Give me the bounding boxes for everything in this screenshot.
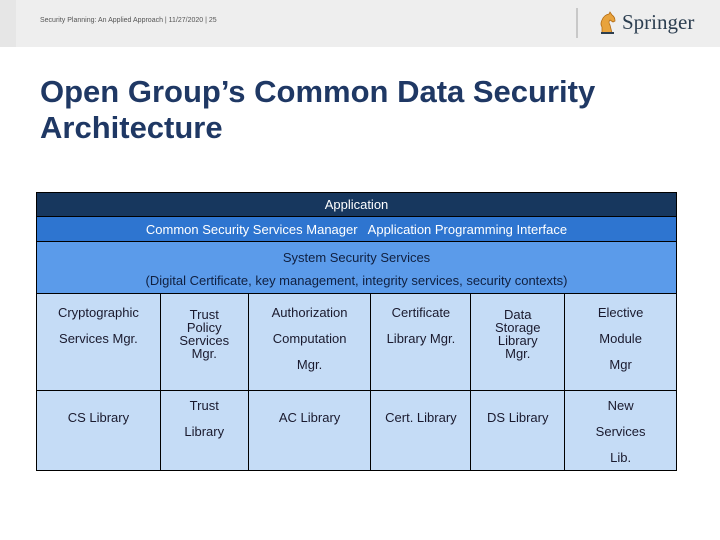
application-layer: Application [36, 192, 677, 217]
system-security-services-layer: System Security Services (Digital Certif… [36, 242, 677, 294]
ds-library: DS Library [471, 391, 566, 471]
cell-line: Policy [186, 320, 222, 335]
system-services-label: System Security Services [282, 249, 431, 265]
system-services-detail: (Digital Certificate, key management, in… [145, 272, 568, 288]
cell-line: New [607, 398, 634, 413]
cell-line: Library [184, 424, 225, 439]
cell-line: Storage [494, 320, 541, 335]
slide-citation: Security Planning: An Applied Approach |… [40, 17, 217, 24]
application-label: Application [324, 197, 389, 212]
cell-line: AC Library [278, 410, 341, 425]
cell-line: CS Library [67, 410, 130, 425]
data-storage-library-manager: Data Storage Library Mgr. [471, 294, 566, 391]
cell-line: Elective [597, 305, 644, 320]
cell-line: Cryptographic [57, 305, 139, 320]
trust-library: Trust Library [160, 391, 249, 471]
cssm-api-label: Common Security Services Manager Applica… [145, 221, 568, 237]
cell-line: Mgr. [191, 346, 217, 361]
elective-module-manager: Elective Module Mgr [565, 294, 678, 391]
cs-library: CS Library [37, 391, 161, 471]
cssm-api-layer: Common Security Services Manager Applica… [36, 217, 677, 242]
cell-line: Mgr. [296, 357, 323, 372]
cell-line: Services [595, 424, 646, 439]
cell-line: Cert. Library [385, 410, 457, 425]
cell-line: Trust [189, 307, 219, 322]
slide-title: Open Group’s Common Data Security Archit… [40, 74, 596, 145]
cell-line: Trust [189, 398, 219, 413]
new-services-library: New Services Lib. [565, 391, 678, 471]
header-accent [0, 0, 16, 47]
cell-line: Data [504, 307, 532, 322]
cert-library: Cert. Library [371, 391, 472, 471]
library-row: CS Library Trust Library AC Library Cert… [36, 391, 678, 471]
cdsa-architecture-diagram: Application Common Security Services Man… [36, 192, 678, 471]
cell-line: Computation [272, 331, 347, 346]
trust-policy-services-manager: Trust Policy Services Mgr. [160, 294, 249, 391]
cell-line: Mgr. [505, 346, 531, 361]
knight-icon [600, 10, 616, 34]
cell-line: Authorization [271, 305, 348, 320]
cell-line: Lib. [610, 450, 632, 465]
cell-line: Library [497, 333, 538, 348]
springer-logo: Springer [598, 10, 694, 35]
cell-line: DS Library [487, 410, 549, 425]
cell-line: Services Mgr. [59, 331, 138, 346]
cell-line: Library Mgr. [386, 331, 456, 346]
cell-line: Module [599, 331, 642, 346]
header-bar: Security Planning: An Applied Approach |… [0, 0, 720, 47]
cell-line: Certificate [391, 305, 451, 320]
cell-line: Services [179, 333, 230, 348]
manager-row: Cryptographic Services Mgr. Trust Policy… [36, 294, 678, 391]
header-divider [576, 8, 578, 38]
springer-wordmark: Springer [622, 10, 695, 34]
crypto-services-manager: Cryptographic Services Mgr. [37, 294, 161, 391]
cell-line: Mgr [609, 357, 632, 372]
authorization-computation-manager: Authorization Computation Mgr. [248, 294, 372, 391]
ac-library: AC Library [248, 391, 372, 471]
certificate-library-manager: Certificate Library Mgr. [371, 294, 472, 391]
